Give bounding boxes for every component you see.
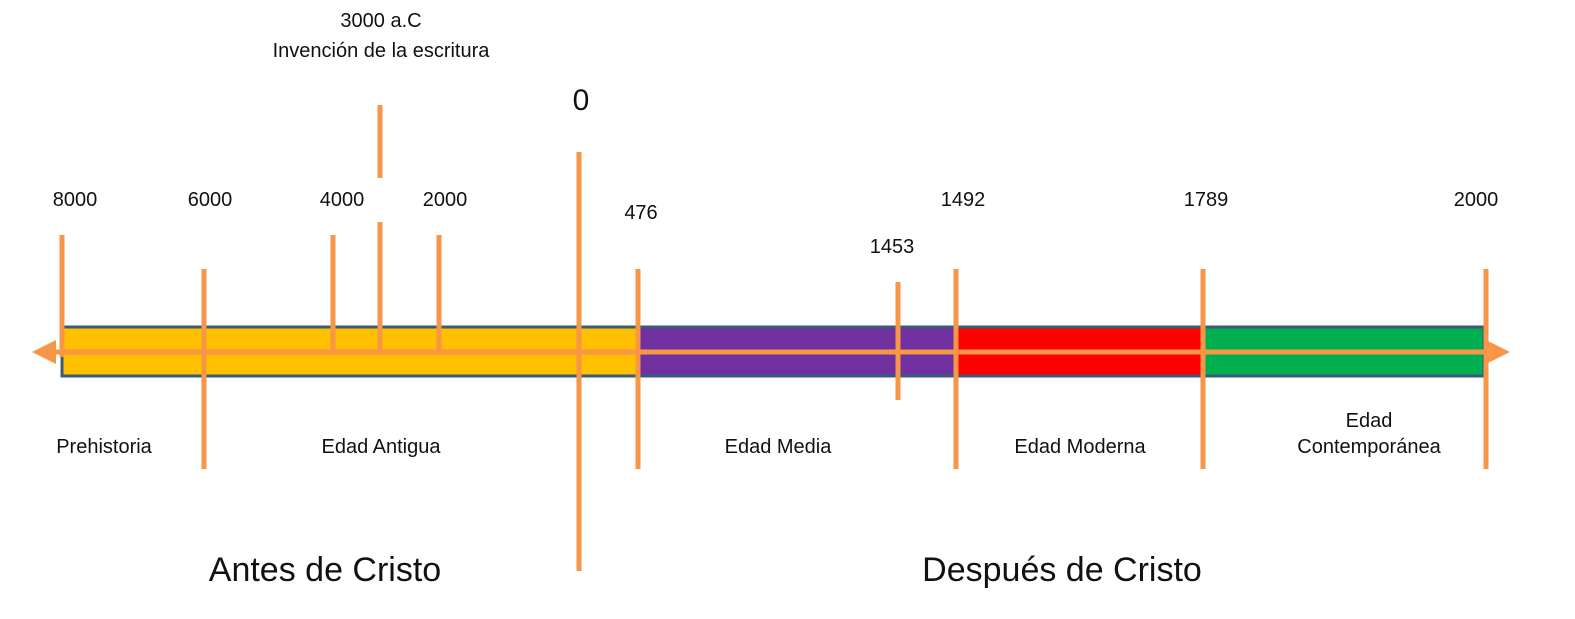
year-label-2000: 2000 <box>1453 189 1499 211</box>
year-label-476: 476 <box>624 202 658 224</box>
annotation-year: 3000 a.C <box>340 10 422 32</box>
year-label-8000: 8000 <box>52 189 98 211</box>
era-label-contemporanea-line2: Contemporánea <box>1297 436 1441 458</box>
label-despues-de-cristo: Después de Cristo <box>922 551 1202 589</box>
year-label-1453: 1453 <box>869 236 915 258</box>
year-label-6000: 6000 <box>187 189 233 211</box>
era-label-edad-media: Edad Media <box>724 436 832 458</box>
era-label-prehistoria: Prehistoria <box>56 436 152 458</box>
era-label-contemporanea-line1: Edad <box>1345 410 1393 432</box>
tick-marks <box>59 105 1489 571</box>
era-label-edad-moderna: Edad Moderna <box>1014 436 1146 458</box>
era-label-edad-contemporanea: Edad Contemporánea <box>1297 408 1440 460</box>
annotation-event: Invención de la escritura <box>272 40 490 62</box>
year-label-1492: 1492 <box>940 189 986 211</box>
zero-label: 0 <box>572 84 590 117</box>
label-antes-de-cristo: Antes de Cristo <box>208 551 442 589</box>
year-label-2000-bc: 2000 <box>422 189 468 211</box>
annotation-writing: 3000 a.C Invención de la escritura <box>273 6 490 66</box>
year-label-4000: 4000 <box>319 189 365 211</box>
axis-arrow-right <box>1486 340 1510 364</box>
axis-arrow-left <box>32 340 56 364</box>
era-label-edad-antigua: Edad Antigua <box>321 436 441 458</box>
year-label-1789: 1789 <box>1183 189 1229 211</box>
